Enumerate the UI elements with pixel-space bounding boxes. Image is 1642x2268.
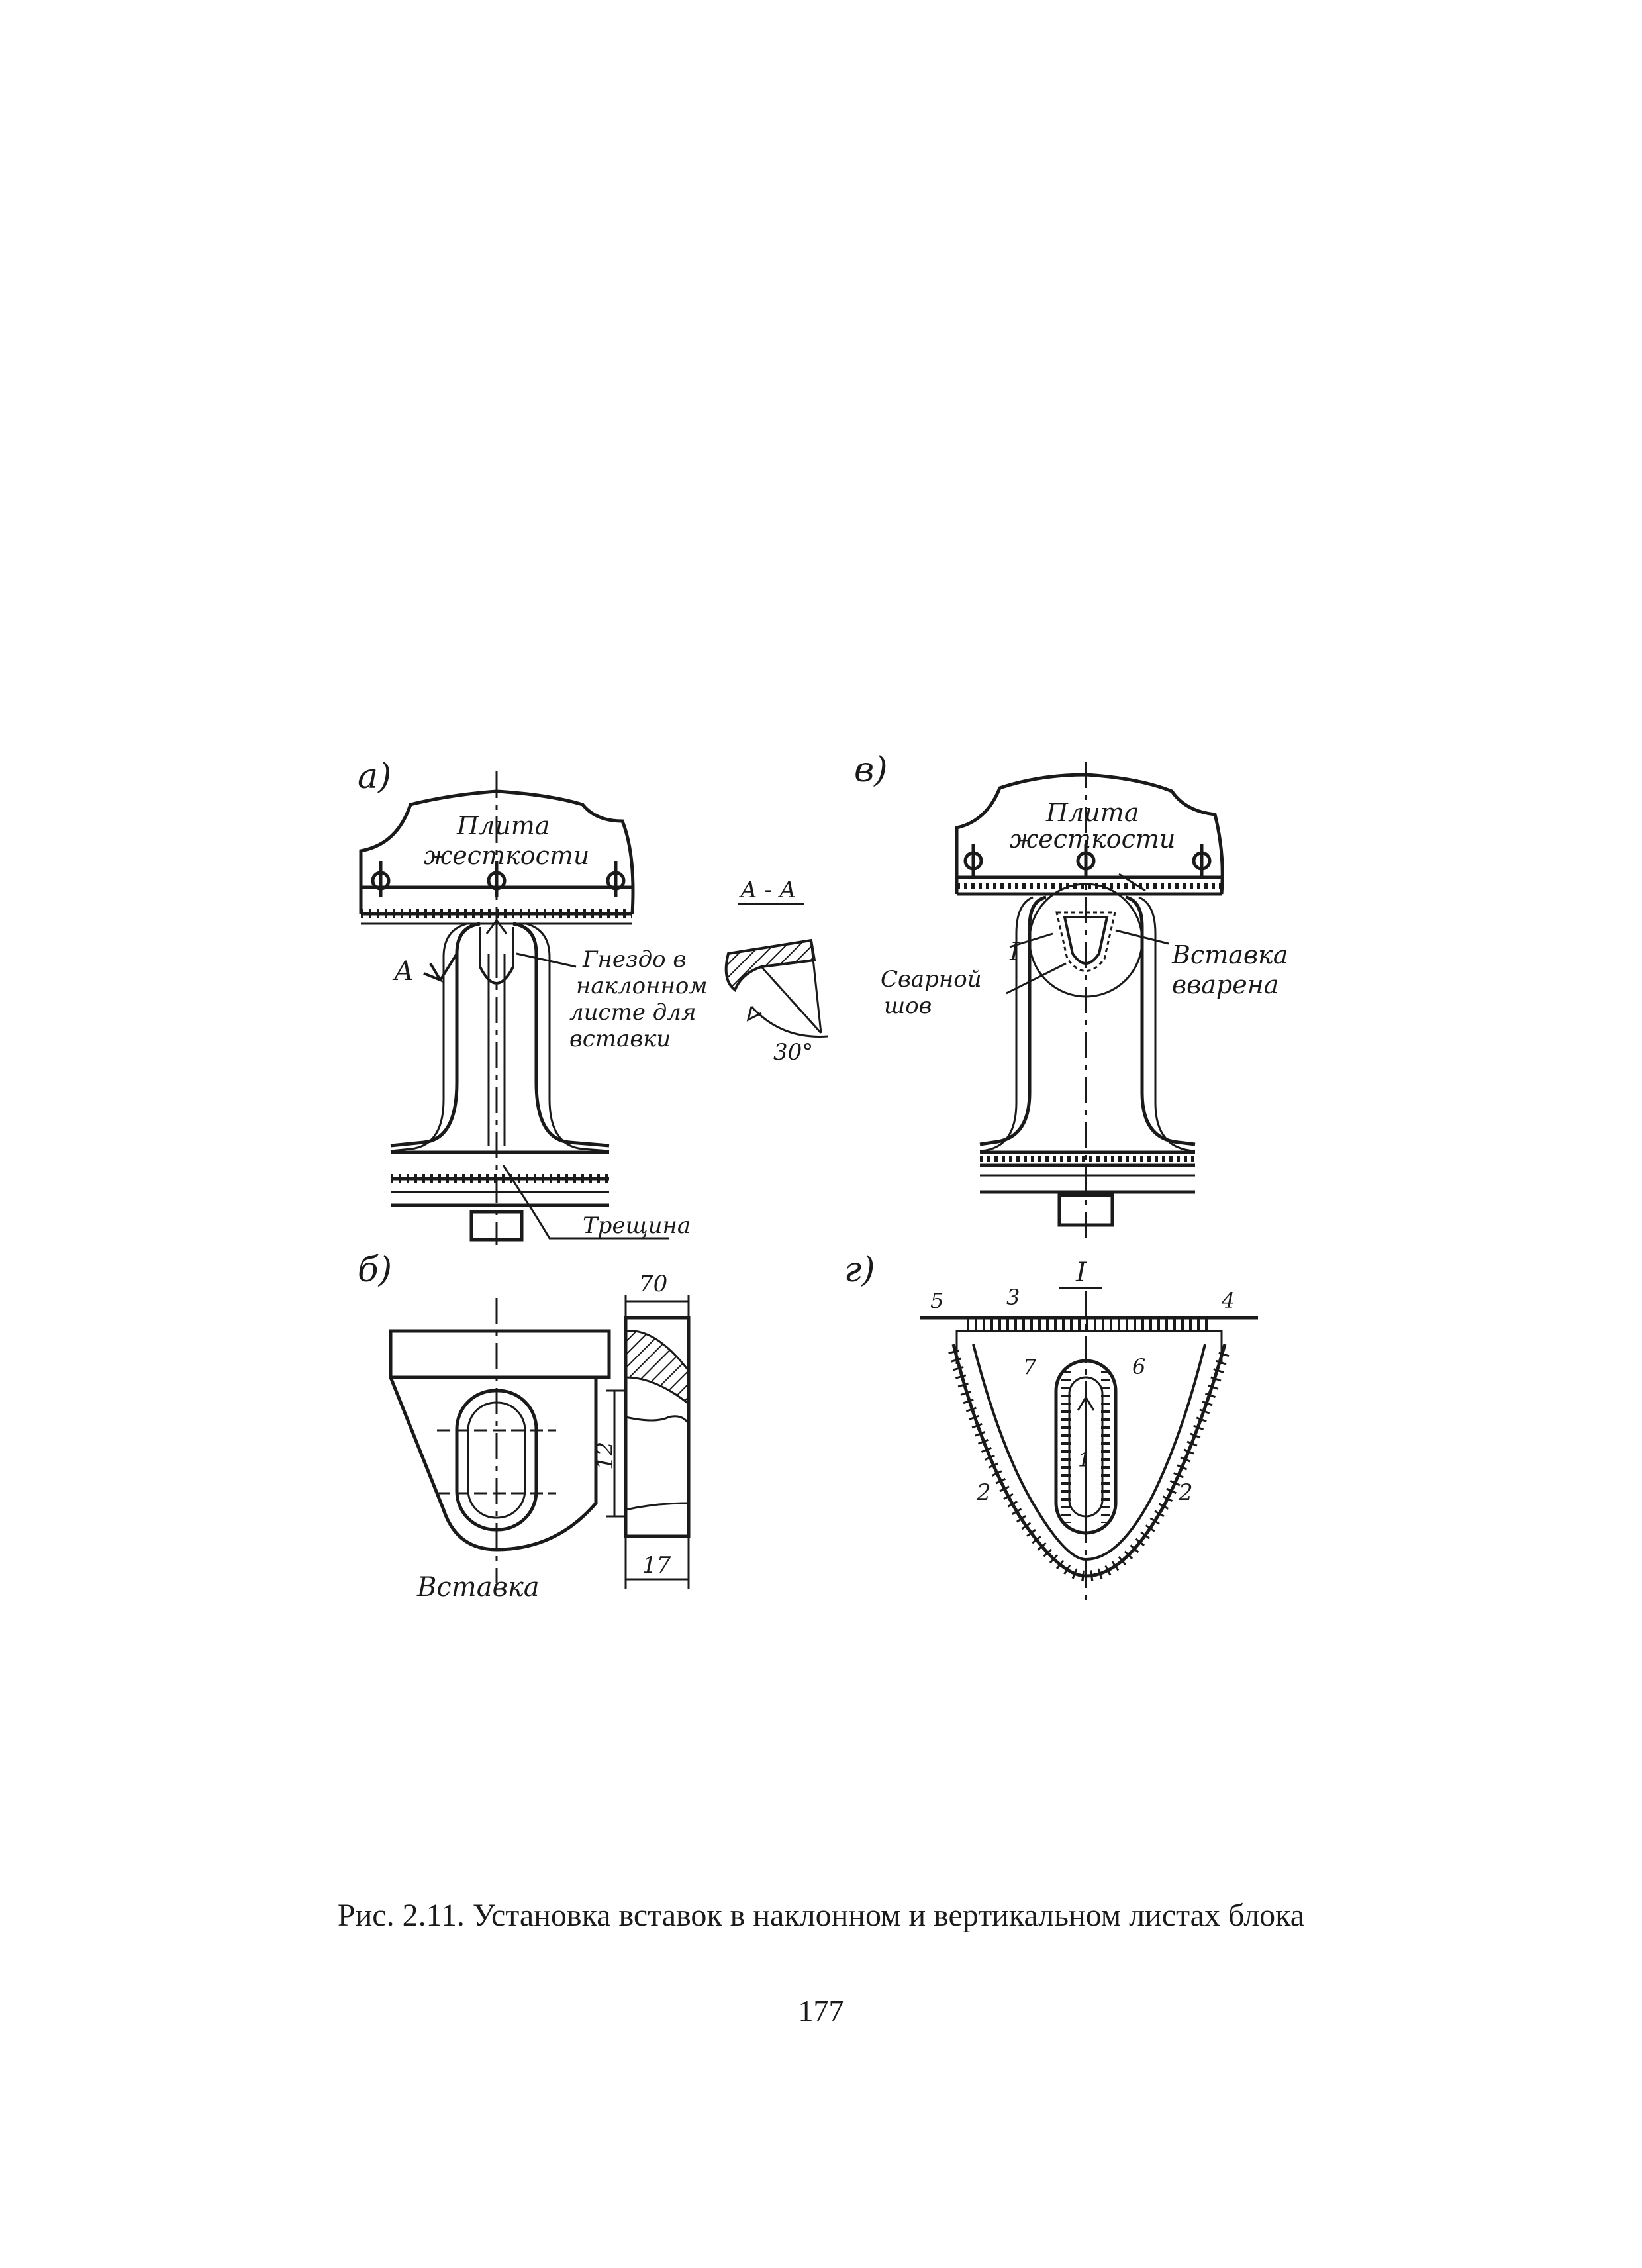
socket-note-4: вставки xyxy=(569,1026,671,1052)
seam-number-7: 7 xyxy=(1023,1354,1037,1379)
socket-note-2: наклонном xyxy=(576,973,708,999)
bolt-icons-a xyxy=(371,861,626,897)
panel-b: б) xyxy=(358,1250,691,1589)
seam-number-3: 3 xyxy=(1006,1285,1020,1310)
seam-number-2-left: 2 xyxy=(976,1479,991,1506)
seam-number-2-right: 2 xyxy=(1178,1479,1193,1506)
panel-a: а) xyxy=(358,757,669,1245)
socket-a xyxy=(479,927,514,985)
seam-number-1: 1 xyxy=(1078,1449,1090,1472)
section-labels: А - А 30° xyxy=(739,877,813,1065)
panel-g: г) xyxy=(844,1250,1258,1602)
stiffener-plate-a xyxy=(359,789,635,914)
welded-insert-v xyxy=(1063,916,1109,965)
section-profile xyxy=(724,938,816,993)
detail-mark-v: I xyxy=(1009,937,1020,966)
weld-label-1: Сварной xyxy=(881,966,982,993)
stiffener-plate-v xyxy=(955,773,1224,895)
plate-label-v-1: Плита xyxy=(1045,798,1139,827)
dim-width: 70 xyxy=(639,1271,667,1297)
slot-g xyxy=(1054,1359,1118,1535)
panel-g-labels: I 5 3 4 7 6 2 2 1 xyxy=(930,1257,1235,1506)
section-title: А - А xyxy=(739,877,797,903)
panel-v: в) xyxy=(854,750,1224,1245)
insert-name: Вставка xyxy=(416,1572,540,1602)
figure-caption: Рис. 2.11. Установка вставок в наклонном… xyxy=(337,1898,1305,1933)
block-body-v xyxy=(979,895,1196,1146)
panel-v-labels: Плита жесткости I Сварной шов Вставка вв… xyxy=(881,798,1288,1019)
panel-b-label: б) xyxy=(358,1250,392,1290)
seam-number-5: 5 xyxy=(930,1288,943,1313)
insert-note-2: вварена xyxy=(1172,970,1279,999)
panel-v-label: в) xyxy=(854,750,888,790)
panel-g-label: г) xyxy=(844,1250,875,1290)
dim-height: 12 xyxy=(592,1442,618,1470)
weld-label-2: шов xyxy=(884,993,932,1019)
plate-label-v-2: жесткости xyxy=(1010,824,1175,854)
section-mark-a: А xyxy=(392,956,414,987)
section-a-a xyxy=(724,903,828,1038)
dim-bottom: 17 xyxy=(642,1552,671,1579)
panel-b-labels: 70 12 17 Вставка xyxy=(416,1271,671,1602)
insert-slot-outer xyxy=(455,1389,538,1532)
angle-label: 30° xyxy=(773,1039,813,1065)
insert-note-1: Вставка xyxy=(1171,940,1288,969)
socket-note-1: Гнездо в xyxy=(582,946,686,973)
crack-label: Трещина xyxy=(583,1212,691,1239)
seam-number-4: 4 xyxy=(1221,1288,1235,1313)
seam-number-6: 6 xyxy=(1132,1354,1145,1379)
insert-front-view xyxy=(389,1329,611,1552)
panel-a-label: а) xyxy=(358,757,391,797)
panel-a-labels: Плита жесткости А Гнездо в наклонном лис… xyxy=(392,811,708,1239)
block-body-a xyxy=(390,922,610,1148)
plate-label-a-2: жесткости xyxy=(424,841,589,870)
page-number: 177 xyxy=(798,1994,844,2028)
detail-title-g: I xyxy=(1075,1257,1087,1288)
socket-note-3: листе для xyxy=(569,999,696,1026)
plate-label-a-1: Плита xyxy=(456,811,550,840)
bolt-icons-v xyxy=(963,844,1212,877)
